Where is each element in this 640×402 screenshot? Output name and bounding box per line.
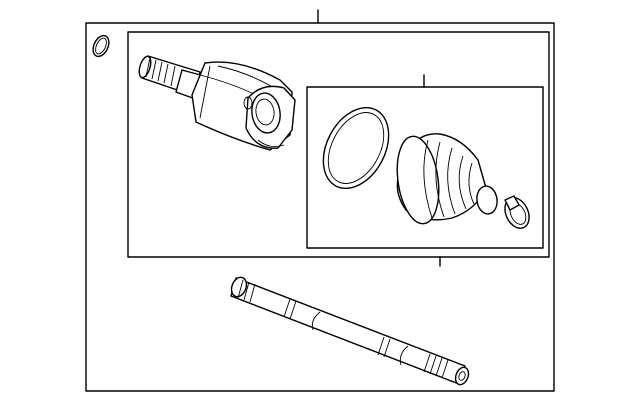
boot-kit-frame xyxy=(306,86,544,249)
o-ring-icon xyxy=(92,34,110,58)
axle-shaft-icon xyxy=(230,276,470,386)
joint-assembly-frame xyxy=(127,31,550,258)
cv-boot-icon xyxy=(396,133,498,225)
snap-ring-icon xyxy=(322,106,390,190)
cv-joint-icon xyxy=(138,55,296,151)
assembly-frame xyxy=(85,22,555,392)
boot-clamp-icon xyxy=(504,195,530,229)
